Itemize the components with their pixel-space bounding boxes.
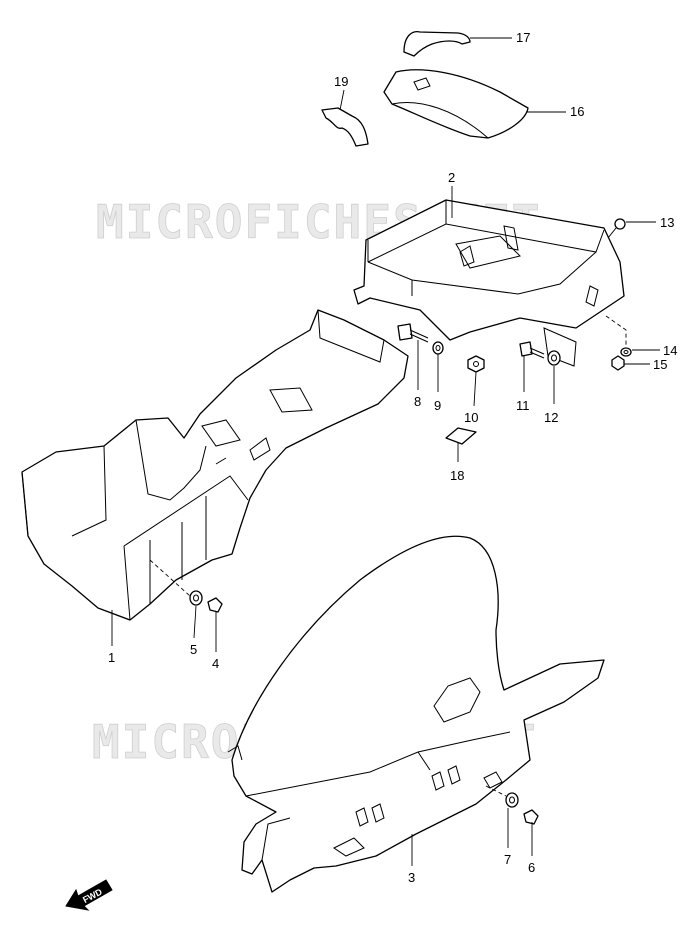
part-18-pad bbox=[445, 427, 477, 445]
callout-8: 8 bbox=[414, 394, 421, 409]
part-14-washer bbox=[620, 347, 632, 357]
callout-6: 6 bbox=[528, 860, 535, 875]
leader-lines bbox=[111, 37, 660, 866]
part-9-washer bbox=[432, 341, 444, 355]
callout-4: 4 bbox=[212, 656, 219, 671]
part-12-washer bbox=[547, 350, 561, 366]
part-15-nut bbox=[611, 355, 625, 371]
part-10-nut bbox=[467, 355, 485, 373]
assembly-lines bbox=[149, 315, 627, 797]
callout-9: 9 bbox=[434, 398, 441, 413]
callout-3: 3 bbox=[408, 870, 415, 885]
callout-14: 14 bbox=[663, 343, 677, 358]
part-11-bolt bbox=[519, 341, 545, 359]
callout-10: 10 bbox=[464, 410, 478, 425]
callout-13: 13 bbox=[660, 215, 674, 230]
part-19-bracket bbox=[321, 107, 369, 147]
callout-16: 16 bbox=[570, 104, 584, 119]
callout-17: 17 bbox=[516, 30, 530, 45]
part-13-bolt bbox=[607, 218, 626, 239]
callout-2: 2 bbox=[448, 170, 455, 185]
part-3-hugger bbox=[227, 535, 605, 893]
part-7-washer bbox=[505, 792, 519, 808]
callout-19: 19 bbox=[334, 74, 348, 89]
part-2-frame bbox=[353, 199, 625, 367]
callout-5: 5 bbox=[190, 642, 197, 657]
part-16-tray bbox=[383, 69, 529, 139]
part-17-strap bbox=[403, 30, 471, 57]
part-4-bolt bbox=[207, 597, 223, 613]
callout-1: 1 bbox=[108, 650, 115, 665]
fwd-arrow-icon: FWD bbox=[65, 879, 113, 911]
callout-18: 18 bbox=[450, 468, 464, 483]
part-6-bolt bbox=[523, 809, 539, 825]
callout-12: 12 bbox=[544, 410, 558, 425]
part-1-inner-fender bbox=[21, 309, 409, 621]
callout-15: 15 bbox=[653, 357, 667, 372]
part-8-bolt bbox=[397, 323, 429, 343]
callouts: 17 16 19 2 13 14 15 8 9 10 11 12 18 1 5 … bbox=[108, 30, 677, 885]
callout-11: 11 bbox=[516, 398, 530, 413]
callout-7: 7 bbox=[504, 852, 511, 867]
part-5-washer bbox=[189, 590, 203, 606]
